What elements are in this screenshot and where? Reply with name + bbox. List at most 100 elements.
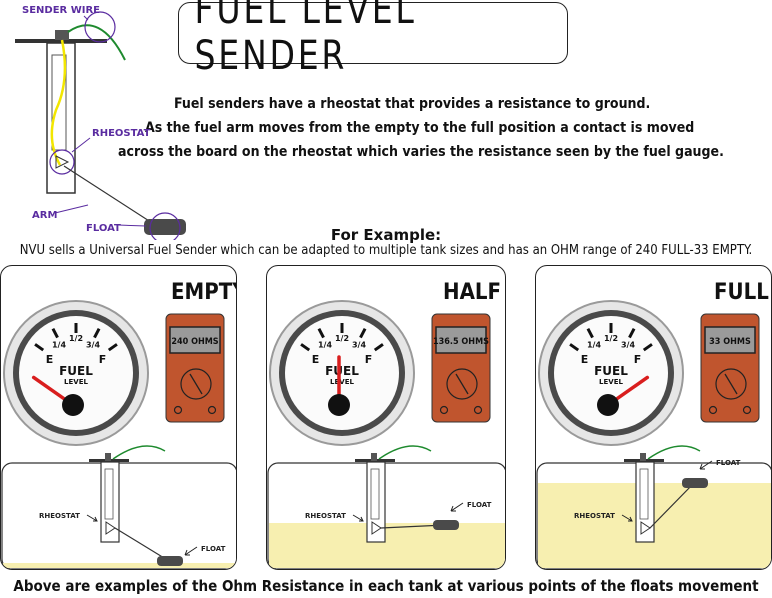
float-body — [433, 520, 459, 530]
yellow-wire — [50, 39, 67, 166]
meter-jack-left — [708, 405, 718, 415]
footer-caption: Above are examples of the Ohm Resistance… — [13, 577, 759, 595]
meter-jack-right — [473, 405, 483, 415]
rheostat-arrow — [621, 514, 633, 522]
sender-wire-label: SENDER WIRE — [22, 5, 100, 16]
example-heading: For Example: — [330, 226, 442, 244]
meter-dial-pointer — [724, 373, 738, 395]
gauge-label-three_quarter: 3/4 — [86, 341, 100, 350]
float-body — [157, 556, 183, 566]
sender-slot — [639, 468, 649, 520]
gauge-tick — [359, 327, 367, 339]
gauge-label-half: 1/2 — [69, 334, 83, 343]
meter-dial-pointer — [189, 373, 203, 395]
float-circle — [149, 212, 181, 240]
gauge-tick — [107, 343, 118, 352]
rheostat-contact — [55, 155, 70, 169]
gauge-hub — [62, 394, 84, 416]
gauge-fuel-text: FUEL — [594, 364, 628, 378]
page-title: FUEL LEVEL SENDER — [194, 0, 417, 79]
meter-display — [169, 326, 221, 354]
float-body — [144, 219, 186, 235]
intro-line-2: As the fuel arm moves from the empty to … — [145, 120, 695, 136]
rheostat-label: RHEOSTAT — [574, 512, 615, 520]
meter-jack-right — [207, 405, 217, 415]
fuel — [3, 563, 236, 568]
gauge-face — [285, 316, 399, 430]
gauge-level-text: LEVEL — [599, 378, 623, 386]
arm-label: ARM — [32, 210, 57, 221]
gauge-tick — [51, 327, 59, 339]
float-label: FLOAT — [716, 459, 741, 467]
terminal-post — [640, 453, 646, 461]
meter-display — [704, 326, 756, 354]
gauge-label-three_quarter: 3/4 — [352, 341, 366, 350]
gauge-face — [19, 316, 133, 430]
float-label: FLOAT — [201, 545, 226, 553]
rheostat-label: RHEOSTAT — [305, 512, 346, 520]
float-body — [682, 478, 708, 488]
gauge-label-f: F — [99, 353, 107, 366]
gauge-tick — [373, 343, 384, 352]
rheostat-contact — [105, 521, 116, 535]
float-arm — [649, 482, 695, 529]
ohm-reading: 33 OHMS — [709, 337, 751, 347]
gauge-label-f: F — [365, 353, 373, 366]
gauge-hub — [328, 394, 350, 416]
rheostat-contact — [640, 521, 651, 535]
green-wire — [67, 24, 126, 61]
sender-diagram: SENDER WIRE RHEOSTAT ARM FLOAT — [15, 5, 186, 240]
gauge-tick — [642, 343, 653, 352]
rheostat-contact — [371, 521, 382, 535]
rheostat-arrow — [86, 514, 98, 522]
float-label: FLOAT — [86, 223, 121, 234]
gauge-label-e: E — [581, 353, 589, 366]
ohm-reading: 240 OHMS — [171, 337, 218, 347]
gauge-fuel-text: FUEL — [325, 364, 359, 378]
gauge-label-three_quarter: 3/4 — [621, 341, 635, 350]
meter-display — [435, 326, 487, 354]
float-label: FLOAT — [467, 501, 492, 509]
gauge-label-half: 1/2 — [604, 334, 618, 343]
meter-jack-left — [439, 405, 449, 415]
float-arm — [114, 527, 170, 562]
rheostat-circle — [49, 149, 75, 175]
meter-jack-right — [742, 405, 752, 415]
sender-slot — [104, 468, 114, 520]
sender-wire-circle — [84, 11, 116, 43]
sender-wire-leader — [83, 15, 89, 21]
meter-jack-left — [173, 405, 183, 415]
green-wire — [378, 445, 432, 460]
rheostat-label: RHEOSTAT — [92, 128, 151, 139]
ohm-reading: 136.5 OHMS — [433, 337, 489, 347]
terminal-post — [105, 453, 111, 461]
float-arrow — [450, 502, 464, 512]
green-wire — [112, 445, 166, 460]
gauge-fuel-text: FUEL — [59, 364, 93, 378]
gauge-hub — [597, 394, 619, 416]
gauge-label-half: 1/2 — [335, 334, 349, 343]
rheostat-arrow — [352, 514, 364, 522]
float-arrow — [184, 546, 198, 556]
gauge-tick — [93, 327, 101, 339]
panel-label: FULL — [714, 280, 769, 305]
gauge-label-f: F — [634, 353, 642, 366]
example-description: NVU sells a Universal Fuel Sender which … — [19, 243, 753, 258]
gauge-tick — [34, 343, 45, 352]
panel-label: HALF — [443, 280, 502, 305]
float-arm — [63, 165, 161, 229]
gauge-tick — [586, 327, 594, 339]
intro-line-3: across the board on the rheostat which v… — [118, 144, 724, 160]
rheostat-label: RHEOSTAT — [39, 512, 80, 520]
gauge-face — [554, 316, 668, 430]
gauge-label-quarter: 1/4 — [52, 341, 66, 350]
green-wire — [647, 445, 701, 460]
gauge-tick — [317, 327, 325, 339]
gauge-label-quarter: 1/4 — [318, 341, 332, 350]
gauge-tick — [569, 343, 580, 352]
